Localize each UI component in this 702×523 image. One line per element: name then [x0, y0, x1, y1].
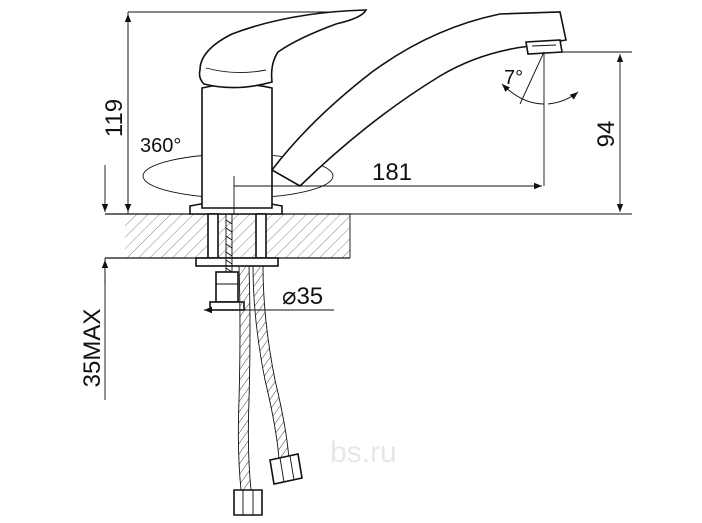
spout-reach-label: 181: [372, 159, 412, 186]
spout-angle-label: 7°: [504, 67, 523, 89]
faucet-body: [189, 9, 368, 215]
dimension-total-height: 119: [101, 14, 132, 212]
dimension-spout-height: 94: [593, 54, 624, 212]
flexible-hoses: [233, 265, 303, 516]
faucet-spout: [270, 11, 567, 187]
total-height-label: 119: [101, 99, 128, 137]
hole-diameter-label: ⌀35: [282, 283, 323, 310]
watermark: bs.ru: [330, 436, 397, 469]
dimension-max-thickness: 35MAX: [79, 165, 109, 388]
mounting-hardware: [195, 213, 279, 311]
dimension-spout-reach: 181: [233, 159, 542, 214]
spout-height-label: 94: [593, 121, 620, 148]
max-thickness-label: 35MAX: [79, 309, 106, 388]
dimension-hole-diameter: ⌀35: [204, 283, 334, 314]
rotation-label: 360°: [140, 135, 181, 157]
extension-lines: [104, 11, 632, 400]
dimension-spout-angle: 7°: [501, 51, 579, 105]
